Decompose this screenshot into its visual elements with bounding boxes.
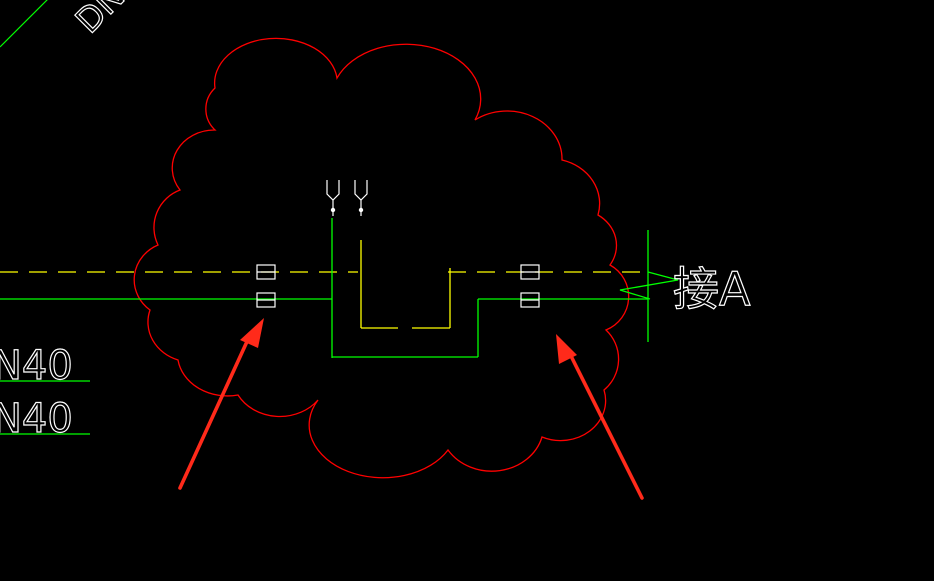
pipe-size-label-1: N40 — [0, 343, 73, 389]
valve-icon — [520, 264, 540, 280]
valve-icon — [256, 292, 276, 308]
break-zigzag-icon — [619, 271, 679, 300]
red-arrow-icon — [178, 318, 264, 490]
valve-icon — [520, 292, 540, 308]
connect-label: 接A — [673, 262, 751, 316]
pipe-size-label-2: N40 — [0, 396, 73, 442]
diagonal-pipe-line — [0, 0, 48, 48]
valve-icon — [256, 264, 276, 280]
top-label: DN — [68, 0, 133, 41]
red-arrow-icon — [556, 334, 644, 500]
faucet-icon — [354, 180, 368, 216]
revision-cloud-icon — [133, 37, 630, 479]
faucet-icon — [326, 180, 340, 216]
